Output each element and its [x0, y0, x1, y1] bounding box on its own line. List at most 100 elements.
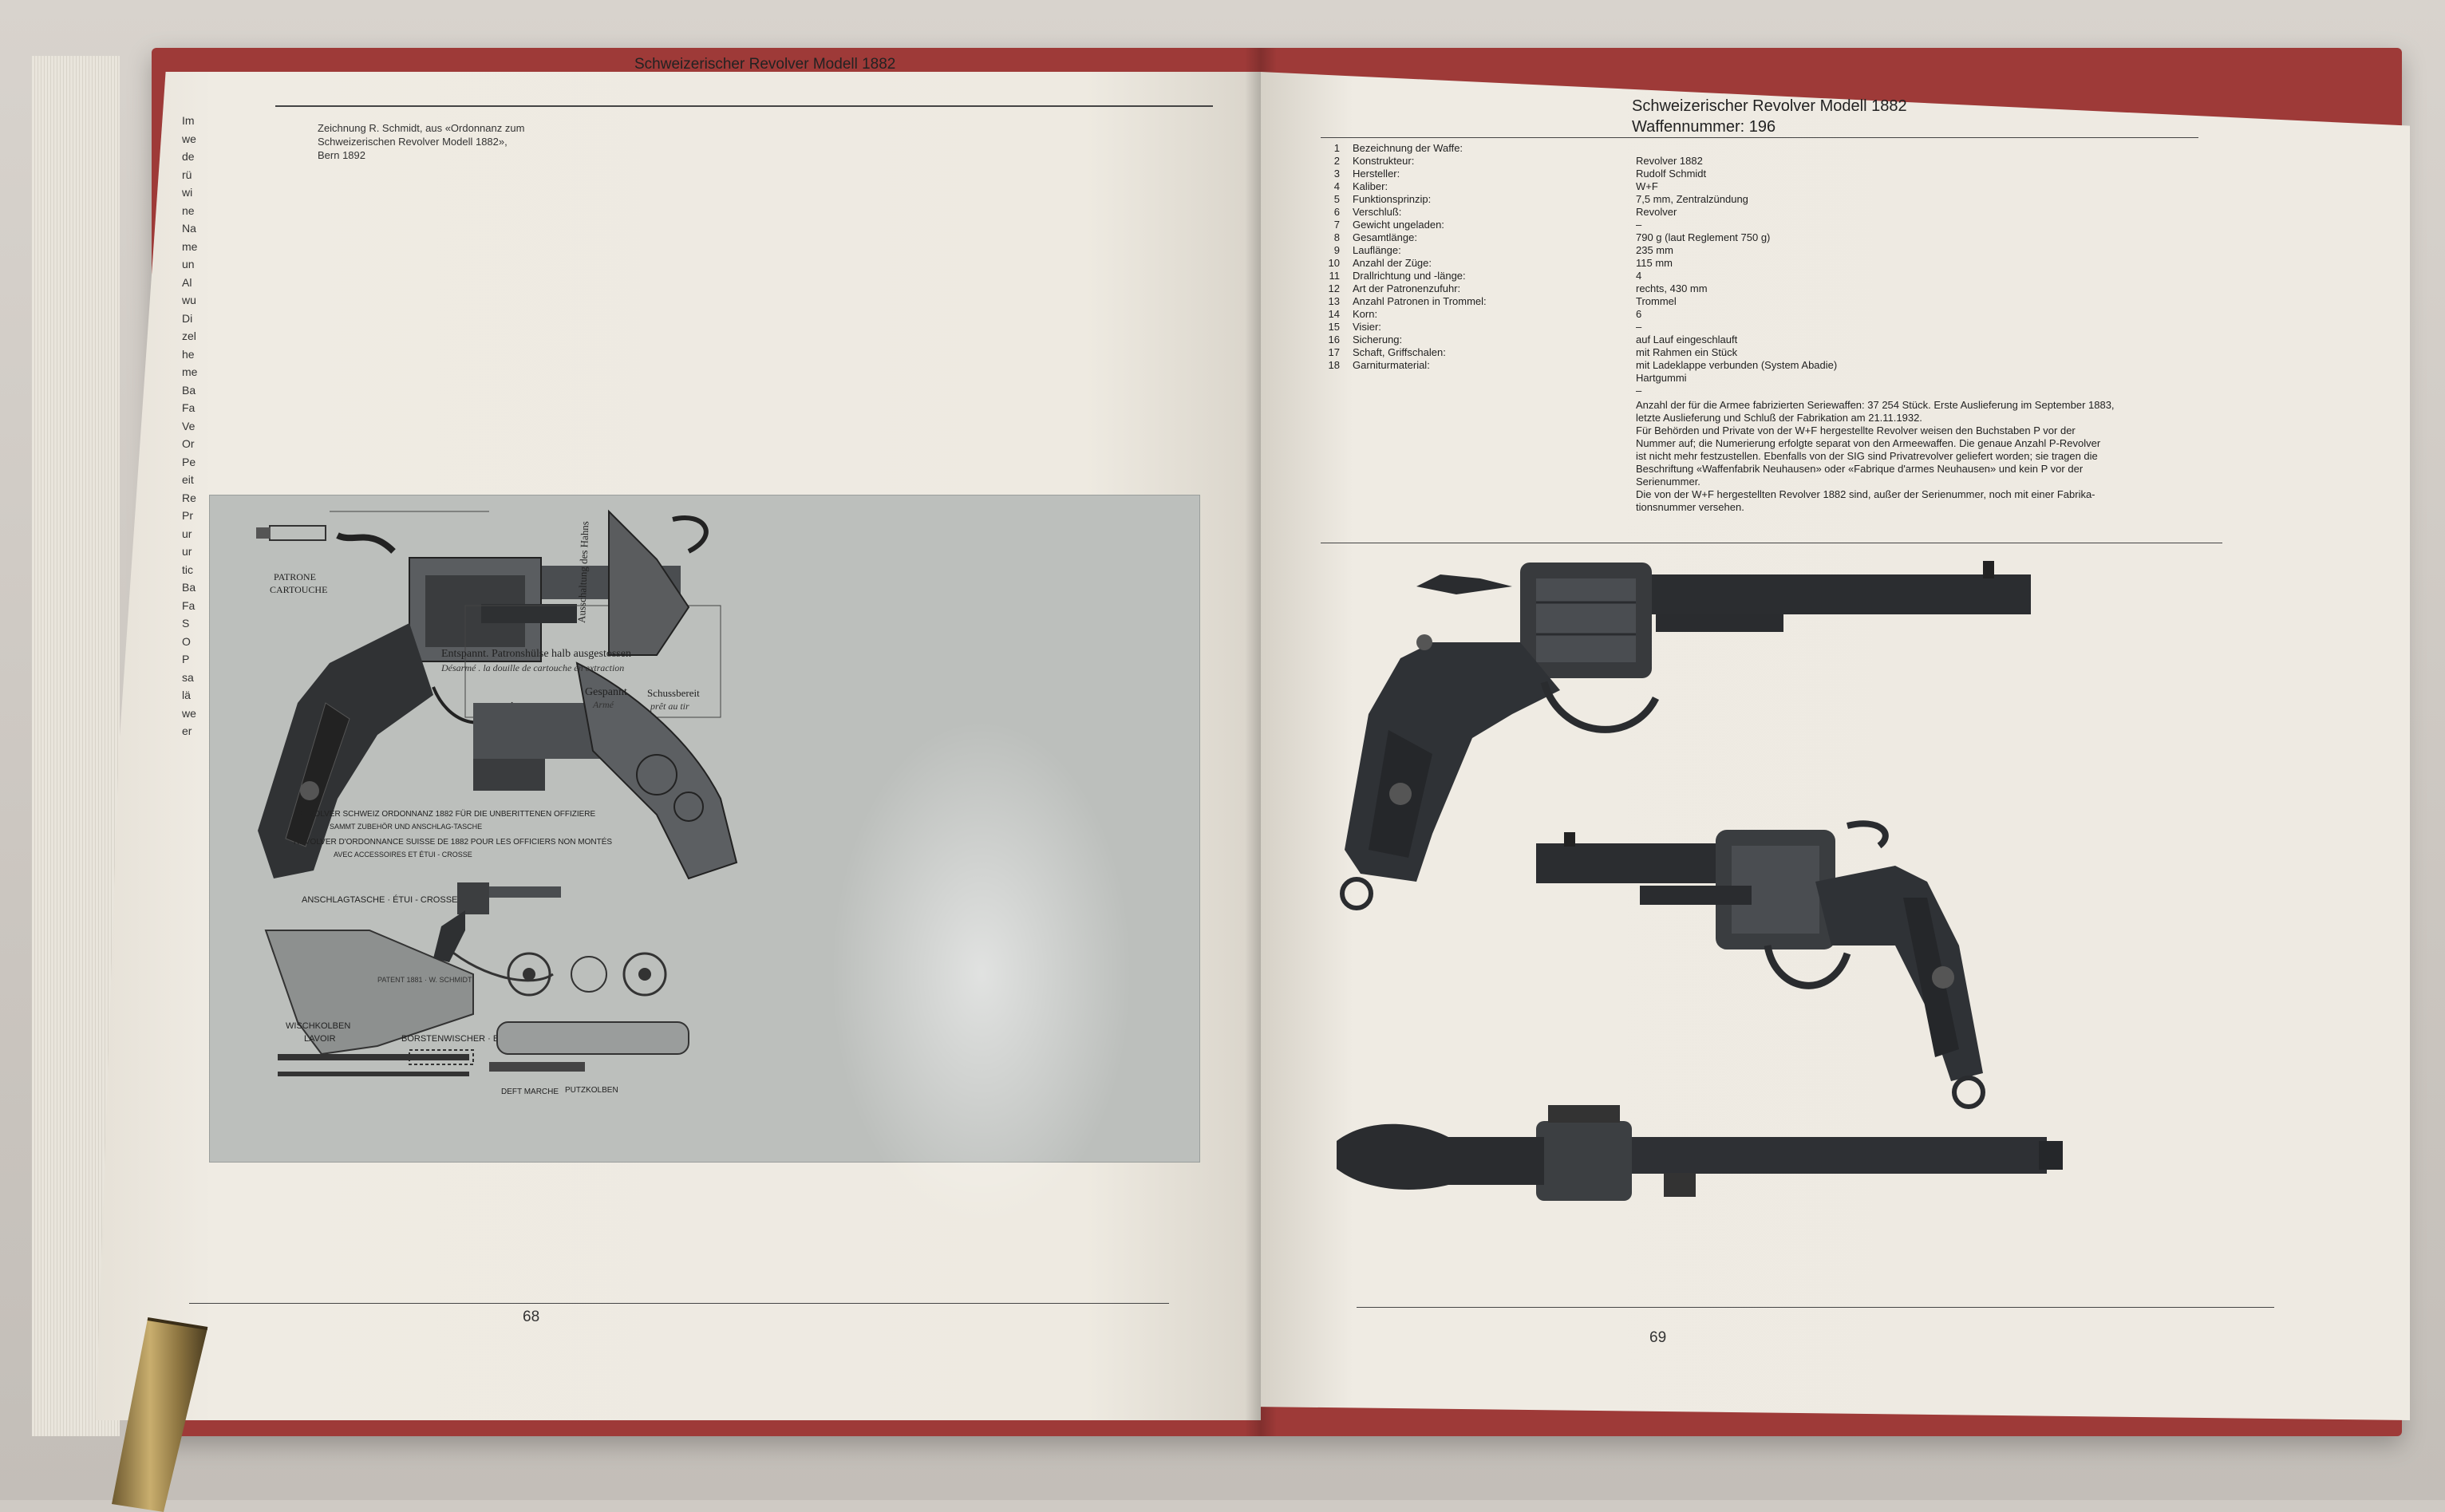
note-line: letzte Auslieferung und Schluß der Fabri…	[1636, 412, 1922, 424]
holster-stock-drawing: ANSCHLAGTASCHE · ÉTUI - CROSSE PATENT 18…	[264, 894, 554, 1056]
edge-text-fragment: me	[182, 365, 198, 378]
spec-label: Hersteller:	[1353, 168, 1400, 180]
note-line: ist nicht mehr festzustellen. Ebenfalls …	[1636, 450, 2098, 462]
label-marks: PATENT 1881 · W. SCHMIDT	[377, 976, 472, 984]
edge-text-fragment: er	[182, 724, 192, 737]
left-bottom-rule	[189, 1303, 1169, 1304]
edge-text-fragment: Ve	[182, 419, 196, 432]
label-wiper: WISCHKOLBEN	[286, 1021, 350, 1031]
spec-value: 7,5 mm, Zentralzündung	[1636, 193, 1748, 205]
label-half-cock: Ausschaltung des Hahns	[575, 521, 591, 623]
spec-number: 3	[1333, 168, 1340, 180]
edge-text-fragment: he	[182, 347, 195, 361]
spec-number: 10	[1328, 257, 1340, 269]
spec-value: –	[1636, 321, 1642, 333]
revolver-photographs	[1321, 531, 2278, 1289]
edge-text-fragment: Fa	[182, 401, 196, 414]
spec-label: Funktionsprinzip:	[1353, 193, 1432, 205]
edge-text-fragment: Al	[182, 275, 192, 289]
title-french: REVOLVER D'ORDONNANCE SUISSE DE 1882 POU…	[294, 836, 612, 847]
note-line: Die von der W+F hergestellten Revolver 1…	[1636, 488, 2095, 500]
spec-number: 2	[1333, 155, 1340, 167]
caption-line: Schweizerischen Revolver Modell 1882»,	[318, 136, 508, 148]
spec-label: Sicherung:	[1353, 334, 1403, 345]
spec-number: 9	[1333, 244, 1340, 256]
spec-number: 13	[1328, 295, 1340, 307]
spec-label	[1353, 385, 1636, 397]
spec-value: 115 mm	[1636, 257, 1673, 269]
label-bottom-1: DEFT MARCHE	[501, 1088, 559, 1096]
edge-text-fragment: Pe	[182, 455, 196, 468]
edge-text-fragment: we	[182, 132, 196, 145]
title-german-2: SAMMT ZUBEHÖR UND ANSCHLAG-TASCHE	[330, 823, 482, 831]
right-page-title: Schweizerischer Revolver Modell 1882 Waf…	[1632, 96, 1907, 137]
spec-number: 18	[1328, 359, 1340, 371]
edge-text-fragment: ne	[182, 203, 195, 217]
spec-number: 12	[1328, 282, 1340, 294]
spec-label	[1353, 372, 1636, 385]
spec-number	[1321, 385, 1340, 397]
title-line: Schweizerischer Revolver Modell 1882	[1632, 97, 1907, 115]
label-holster: ANSCHLAGTASCHE · ÉTUI - CROSSE	[302, 894, 457, 905]
spec-value: Rudolf Schmidt	[1636, 168, 1707, 180]
edge-text-fragment: wu	[182, 294, 196, 306]
cylinder-detail-drawings	[507, 952, 667, 997]
spec-number: 1	[1333, 142, 1340, 154]
note-line: Serienummer.	[1636, 476, 1700, 488]
label-bottom-2: PUTZKOLBEN	[565, 1086, 618, 1095]
spec-label: Korn:	[1353, 308, 1378, 320]
edge-text-fragment: we	[182, 706, 196, 720]
spec-number: 15	[1328, 321, 1340, 333]
edge-text-fragment: Ba	[182, 383, 196, 397]
spec-value	[1636, 142, 2230, 155]
revolver-photo-right-side	[1536, 820, 1985, 1109]
spec-label: Gewicht ungeladen:	[1353, 219, 1444, 231]
revolver-photos-svg	[1337, 561, 2063, 1201]
technical-drawing-plate: PATRONE CARTOUCHE Entspa	[209, 495, 1200, 1163]
title-french-2: AVEC ACCESSOIRES ET ÉTUI - CROSSE	[334, 851, 472, 859]
drawing-caption: Zeichnung R. Schmidt, aus «Ordonnanz zum…	[318, 121, 605, 162]
edge-text-fragment: Na	[182, 222, 196, 235]
spec-row: 16 Sicherung: auf Lauf eingeschlauft	[1321, 334, 2230, 346]
cartridge-label-fr: CARTOUCHE	[270, 584, 327, 595]
edge-text-fragment: S	[182, 617, 190, 630]
edge-text-fragment: Im	[182, 114, 195, 127]
spec-label: Konstrukteur:	[1353, 155, 1415, 167]
spec-value: rechts, 430 mm	[1636, 282, 1708, 294]
edge-text-fragment: ur	[182, 527, 192, 540]
cleaning-tools-drawing: WISCHKOLBEN LAVOIR BORSTENWISCHER · BROS…	[278, 1021, 689, 1096]
spec-value: 790 g (laut Reglement 750 g)	[1636, 231, 1771, 243]
note-line: Anzahl der für die Armee fabrizierten Se…	[1636, 399, 2115, 411]
edge-text-fragment: un	[182, 258, 195, 270]
edge-text-fragment: zel	[182, 330, 196, 342]
edge-text-fragment: eit	[182, 473, 194, 486]
spec-value: auf Lauf eingeschlauft	[1636, 334, 1738, 345]
edge-text-fragment: P	[182, 653, 190, 665]
spec-value: 6	[1636, 308, 1642, 320]
spec-label: Gesamtlänge:	[1353, 231, 1417, 243]
edge-text-fragment: O	[182, 634, 191, 648]
spec-number: 16	[1328, 334, 1340, 345]
spec-value: W+F	[1636, 180, 1658, 192]
caption-line: Bern 1892	[318, 149, 365, 161]
spec-value: 4	[1636, 270, 1642, 282]
right-top-rule	[1321, 137, 2198, 138]
spec-value: Trommel	[1636, 295, 1677, 307]
edge-text-fragment: rü	[182, 168, 192, 181]
left-top-rule	[275, 105, 1213, 107]
spec-row: 3 Hersteller: Rudolf Schmidt	[1321, 168, 2230, 180]
production-notes: Anzahl der für die Armee fabrizierten Se…	[1636, 399, 2218, 514]
spec-label: Art der Patronenzufuhr:	[1353, 282, 1461, 294]
spec-label: Lauflänge:	[1353, 244, 1401, 256]
note-line: Für Behörden und Private von der W+F her…	[1636, 424, 2076, 436]
small-revolver-drawing	[433, 882, 561, 962]
